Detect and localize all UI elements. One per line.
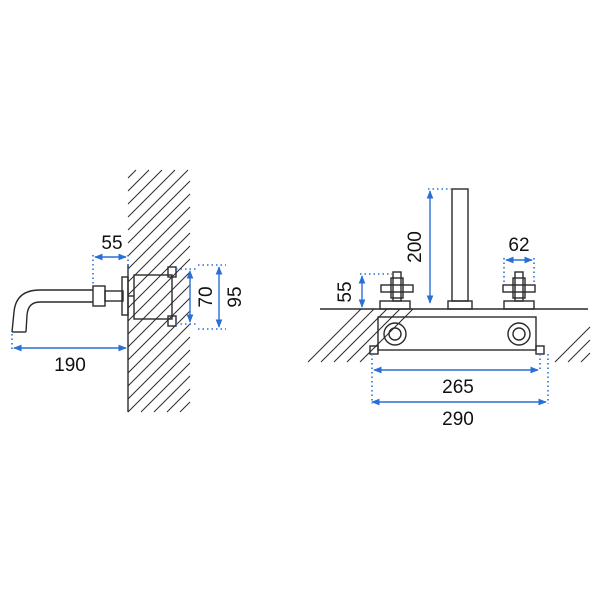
dim-62-label: 62 bbox=[508, 235, 529, 256]
hatch-line bbox=[127, 169, 176, 218]
concealed-cap-top bbox=[167, 266, 177, 278]
hatch-line bbox=[127, 169, 163, 205]
hatch-line bbox=[307, 308, 362, 363]
hatch-line bbox=[567, 339, 591, 363]
hatch-line bbox=[127, 169, 150, 192]
right-valve-inner bbox=[512, 327, 526, 341]
left-valve-outer bbox=[383, 322, 407, 346]
concealed-body bbox=[133, 274, 173, 320]
spout-top bbox=[11, 289, 93, 333]
dim-70-label: 70 bbox=[196, 286, 217, 307]
left-handle-bar bbox=[380, 284, 414, 293]
hatch-line bbox=[127, 271, 191, 335]
dim-55-label: 55 bbox=[101, 233, 122, 254]
hatch-line bbox=[127, 219, 191, 283]
dim-190-label: 190 bbox=[54, 355, 86, 376]
hatch-line bbox=[127, 169, 189, 231]
spout-bottom bbox=[25, 301, 93, 333]
hatch-line bbox=[140, 362, 191, 413]
right-handle-hub bbox=[512, 277, 526, 299]
side-handle-plate bbox=[92, 285, 106, 307]
hatch-line bbox=[127, 232, 191, 296]
hatch-line bbox=[127, 323, 191, 387]
box-foot-right bbox=[535, 345, 545, 355]
right-valve-outer bbox=[507, 322, 531, 346]
hatch-line bbox=[127, 284, 191, 348]
spout-escutcheon bbox=[447, 300, 473, 310]
side-handle-stem bbox=[104, 290, 124, 302]
hatch-line bbox=[127, 193, 191, 257]
dim-200-label: 200 bbox=[405, 231, 426, 263]
hatch-line bbox=[127, 258, 191, 322]
dim-95-label: 95 bbox=[225, 286, 246, 307]
right-handle-bar bbox=[502, 284, 536, 293]
box-foot-left bbox=[369, 345, 379, 355]
hatch-line bbox=[127, 169, 137, 179]
hatch-line bbox=[554, 326, 591, 363]
right-escutcheon bbox=[503, 300, 535, 310]
hatch-line bbox=[166, 388, 191, 413]
spout-column bbox=[451, 188, 469, 302]
left-escutcheon bbox=[379, 300, 411, 310]
concealed-box bbox=[377, 316, 537, 351]
hatch-line bbox=[346, 308, 401, 363]
left-handle-hub bbox=[390, 277, 404, 299]
hatch-line bbox=[359, 308, 414, 363]
hatch-line bbox=[320, 308, 375, 363]
dim-265-label: 265 bbox=[442, 377, 474, 398]
hatch-line bbox=[153, 375, 191, 413]
dim-55-front-label: 55 bbox=[335, 281, 356, 302]
hatch-line bbox=[127, 349, 191, 413]
hatch-line bbox=[580, 352, 591, 363]
wall-hatch bbox=[127, 169, 191, 413]
hatch-line bbox=[127, 180, 191, 244]
front-view: 200 62 55 265 290 bbox=[307, 188, 591, 430]
hatch-line bbox=[127, 206, 191, 270]
left-valve-inner bbox=[388, 327, 402, 341]
hatch-line bbox=[127, 310, 191, 374]
hatch-line bbox=[127, 297, 191, 361]
dim-290-label: 290 bbox=[442, 409, 474, 430]
hatch-line bbox=[127, 336, 191, 400]
concealed-cap-bottom bbox=[167, 315, 177, 327]
right-handle-stem bbox=[514, 271, 524, 302]
hatch-line bbox=[179, 401, 191, 413]
side-view: 55 190 70 95 bbox=[11, 169, 246, 413]
hatch-line bbox=[127, 245, 191, 309]
left-handle-stem bbox=[392, 271, 402, 302]
